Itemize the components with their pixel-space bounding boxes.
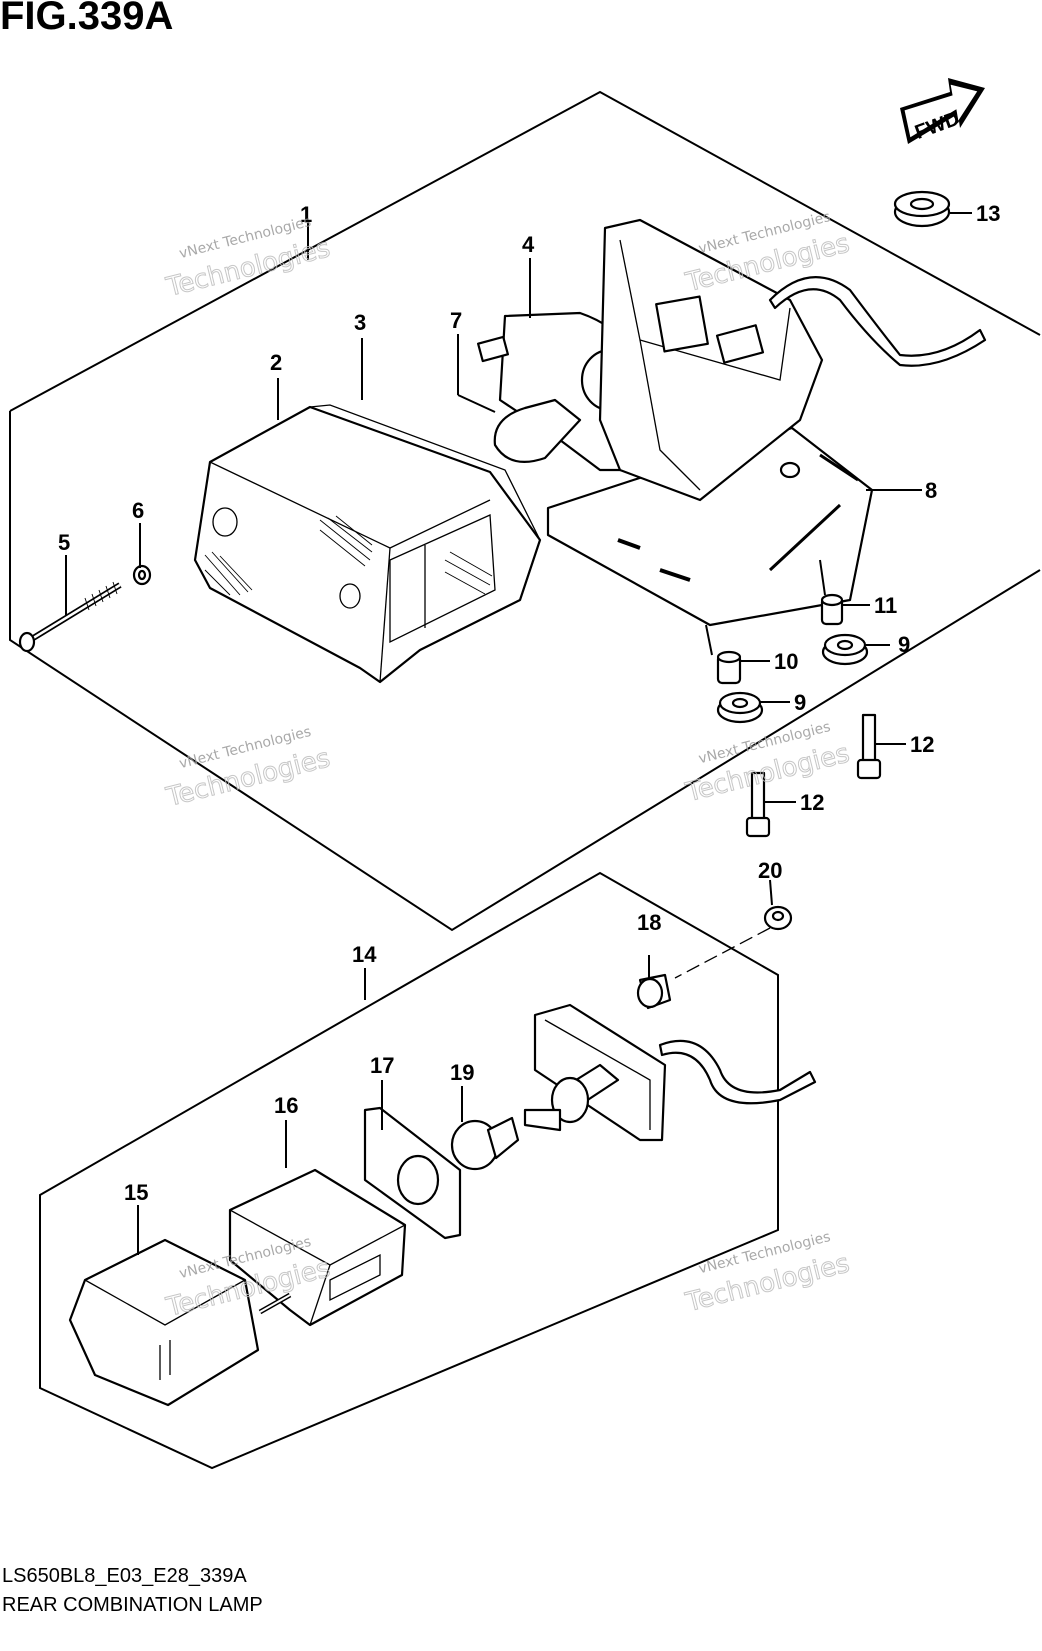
- figure-caption: REAR COMBINATION LAMP: [2, 1594, 263, 1616]
- callout-4: 4: [522, 232, 535, 257]
- screw-part-15: [258, 1292, 292, 1315]
- callout-14: 14: [352, 942, 377, 967]
- washer-part-6: [132, 564, 152, 586]
- lower-assembly-frame: [39, 871, 779, 1470]
- callout-12-lower: 12: [800, 790, 824, 815]
- callout-8: 8: [925, 478, 937, 503]
- figure-title: FIG.339A: [0, 0, 174, 38]
- figure-code: LS650BL8_E03_E28_339A: [2, 1565, 247, 1587]
- lamp-base-part-8: [546, 218, 874, 627]
- bulb-part-19: [450, 1116, 520, 1171]
- callout-18: 18: [637, 910, 661, 935]
- callout-9-upper: 9: [898, 632, 910, 657]
- grommet-part-13: [893, 190, 951, 228]
- fwd-arrow-icon: FWD: [900, 78, 985, 144]
- lens-part-2: [193, 404, 542, 684]
- spacer-part-11: [820, 593, 844, 626]
- callout-11: 11: [874, 593, 897, 618]
- leader-lines: [65, 212, 972, 1255]
- callout-15: 15: [124, 1180, 148, 1205]
- lens-part-16: [228, 1168, 407, 1327]
- bolt-part-12-lower: [745, 771, 771, 838]
- upper-assembly-frame: [9, 90, 1041, 412]
- screw-part-5: [18, 581, 122, 653]
- callout-9-lower: 9: [794, 690, 806, 715]
- grommet-part-18: [636, 973, 672, 1010]
- bulb-part-7: [477, 335, 582, 463]
- callout-1: 1: [300, 202, 312, 227]
- nut-part-20: [763, 905, 793, 931]
- cushion-part-9-lower: [716, 691, 764, 724]
- callout-10: 10: [774, 649, 798, 674]
- cushion-part-9-upper: [821, 633, 869, 666]
- callout-labels: 1 2 3 4 5 6 7 8 9 9 10 11 12 12 13 14 15…: [58, 201, 1000, 1205]
- callout-17: 17: [370, 1053, 394, 1078]
- callout-5: 5: [58, 530, 70, 555]
- callout-2: 2: [270, 350, 282, 375]
- gasket-part-17: [363, 1106, 462, 1240]
- spacer-part-10: [716, 650, 742, 685]
- callout-7: 7: [450, 308, 462, 333]
- callout-3: 3: [354, 310, 366, 335]
- bolt-part-12-upper: [856, 713, 882, 780]
- callout-20: 20: [758, 858, 782, 883]
- callout-16: 16: [274, 1093, 298, 1118]
- callout-6: 6: [132, 498, 144, 523]
- lens-cover-part-15: [68, 1238, 260, 1407]
- callout-12-upper: 12: [910, 732, 934, 757]
- license-lamp-housing-part-14: [523, 1003, 817, 1142]
- callout-13: 13: [976, 201, 1000, 226]
- callout-19: 19: [450, 1060, 474, 1085]
- wire-part-8: [768, 276, 987, 367]
